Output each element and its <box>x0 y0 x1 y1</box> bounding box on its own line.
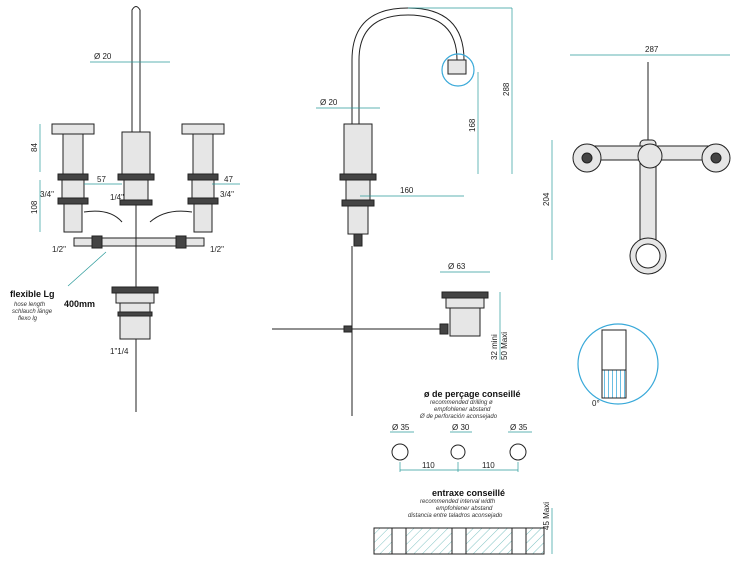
side-view: Ø 20 288 168 160 Ø 63 32 mini 50 Maxi <box>272 7 513 416</box>
entraxe-section: entraxe conseillé recommended interval w… <box>373 488 553 555</box>
front-view: Ø 20 84 108 57 47 3/4" 3/4" 1/4" 1/2" 1/… <box>10 6 240 412</box>
waste-thread: 1"1/4 <box>110 347 129 356</box>
dim-108: 108 <box>30 200 39 214</box>
drill-diameter-3: Ø 35 <box>510 423 528 432</box>
side-dim-32-mini: 32 mini <box>490 334 499 360</box>
drilling-line-2: empfohlener abstand <box>434 407 491 413</box>
dim-spout-diameter: Ø 20 <box>94 52 112 61</box>
drilling-line-3: Ø de perforación aconsejado <box>419 414 498 420</box>
entraxe-line-1: recommended interval width <box>420 499 496 505</box>
side-dim-diameter-20: Ø 20 <box>320 98 338 107</box>
drill-gap-1: 110 <box>422 461 435 470</box>
thread-left-1-2: 1/2" <box>52 245 66 254</box>
dim-84: 84 <box>30 143 39 152</box>
drilling-section: ø de perçage conseillé recommended drill… <box>390 389 532 472</box>
drilling-line-1: recommended drilling ø <box>430 400 493 406</box>
thread-right-3-4: 3/4" <box>220 190 234 199</box>
drill-gap-2: 110 <box>482 461 495 470</box>
drill-diameter-2: Ø 30 <box>452 423 470 432</box>
drilling-title: ø de perçage conseillé <box>424 389 521 399</box>
side-dim-50-maxi: 50 Maxi <box>500 332 509 360</box>
plan-view: 287 204 0° <box>542 45 731 408</box>
thread-left-3-4: 3/4" <box>40 190 54 199</box>
side-dim-diameter-63: Ø 63 <box>448 262 466 271</box>
hose-line-2: schlauch länge <box>12 309 53 315</box>
hose-line-3: flexo lg <box>18 316 38 322</box>
side-dim-288: 288 <box>502 82 511 96</box>
side-dim-160: 160 <box>400 186 414 195</box>
entraxe-line-2: empfohlener abstand <box>436 506 493 512</box>
thread-right-1-2: 1/2" <box>210 245 224 254</box>
plan-dim-204: 204 <box>542 192 551 206</box>
thread-1-4: 1/4" <box>110 193 124 202</box>
dim-57: 57 <box>97 175 106 184</box>
entraxe-max-45: 45 Maxi <box>542 502 551 530</box>
hose-line-1: hose length <box>14 302 46 308</box>
drill-diameter-1: Ø 35 <box>392 423 410 432</box>
plan-angle: 0° <box>592 399 600 408</box>
hose-title: flexible Lg <box>10 289 55 299</box>
entraxe-title: entraxe conseillé <box>432 488 505 498</box>
side-dim-168: 168 <box>468 118 477 132</box>
plan-dim-287: 287 <box>645 45 659 54</box>
entraxe-line-3: distancia entre taladros aconsejado <box>408 513 503 519</box>
hose-length: 400mm <box>64 299 95 309</box>
dim-47: 47 <box>224 175 233 184</box>
